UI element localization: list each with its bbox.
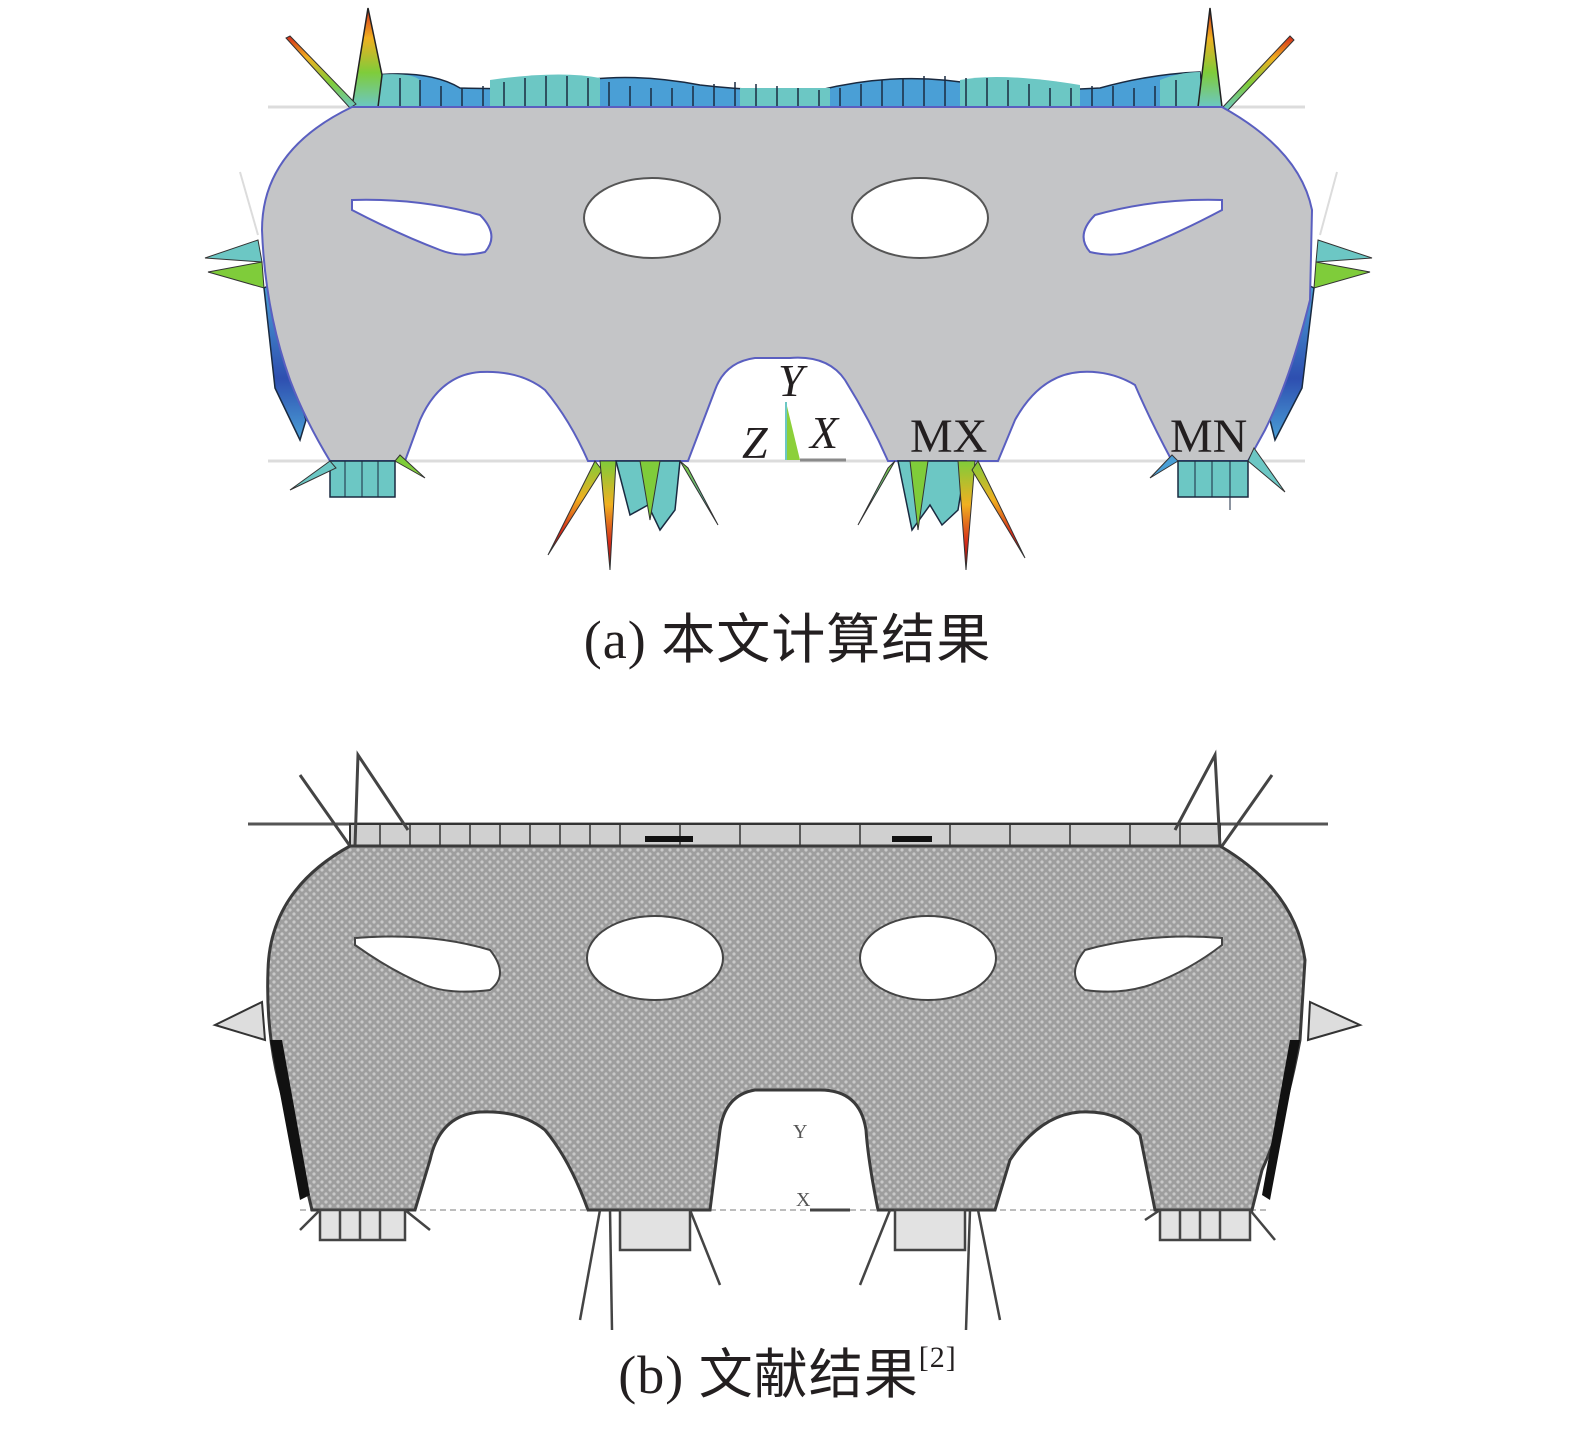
caption-b-text: 文献结果 [698, 1345, 919, 1405]
axis-label-y: Y [778, 355, 808, 406]
plate-body-b [266, 844, 1307, 1212]
axis-label-z: Z [742, 417, 768, 468]
figure-panel-a: Y X Z MX MN [0, 0, 1575, 600]
support-3-stress [857, 459, 1026, 571]
right-side-stress-b [1262, 1000, 1363, 1200]
min-stress-marker: MN [1170, 410, 1247, 463]
coordinate-axes-icon-b: Y X [793, 1121, 850, 1212]
axis-label-y-b: Y [793, 1121, 807, 1143]
top-left-spikes [285, 7, 383, 109]
top-stress-band [369, 71, 1206, 108]
caption-b-citation: [2] [918, 1341, 957, 1374]
top-spikes-b [298, 749, 1274, 847]
plate-holes-b [354, 915, 1223, 1001]
caption-a-text: 本文计算结果 [661, 610, 992, 670]
axis-label-x-b: X [796, 1189, 811, 1211]
caption-a-prefix: (a) [583, 610, 647, 670]
support-2-stress [547, 460, 719, 571]
plate-body [260, 106, 1314, 462]
figure-panel-b: Y X [0, 740, 1575, 1330]
top-right-spikes [1197, 7, 1295, 111]
supports-b [299, 1208, 1276, 1330]
plate-holes [351, 177, 1223, 259]
support-1-stress [289, 454, 426, 498]
left-side-stress-b [212, 1000, 310, 1200]
caption-b-prefix: (b) [618, 1345, 685, 1405]
caption-b: (b) 文献结果[2] [0, 1330, 1575, 1409]
caption-a: (a) 本文计算结果 [0, 595, 1575, 674]
coordinate-axes-icon: Y X Z [742, 355, 846, 468]
stress-contour-plot-a: Y X Z MX MN [204, 7, 1373, 571]
support-4-stress [1149, 447, 1286, 510]
top-stress-band-b [349, 823, 1221, 847]
axis-label-x: X [808, 407, 840, 458]
max-stress-marker: MX [910, 410, 987, 463]
stress-contour-plot-b: Y X [212, 749, 1363, 1330]
